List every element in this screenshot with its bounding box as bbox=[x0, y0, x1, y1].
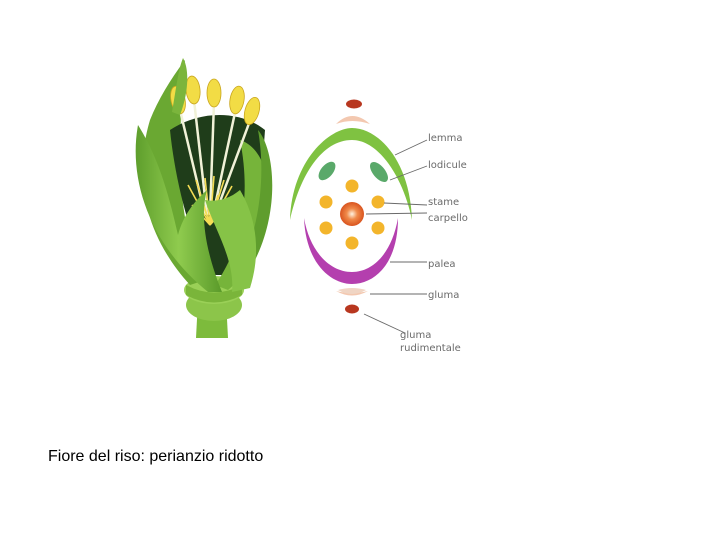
lodicule-right bbox=[370, 162, 388, 182]
lemma-front-leaf bbox=[135, 125, 222, 292]
lodicule-left bbox=[318, 161, 336, 181]
rudimentary-glume-top bbox=[346, 99, 362, 109]
label-carpello: carpello bbox=[428, 213, 468, 224]
label-gluma: gluma bbox=[428, 290, 459, 301]
carpel bbox=[340, 202, 364, 226]
stamen-dot bbox=[319, 221, 333, 235]
stamen-dot bbox=[345, 179, 359, 193]
stamen-dot bbox=[371, 195, 385, 209]
leader-lines bbox=[363, 139, 428, 334]
label-stame: stame bbox=[428, 197, 459, 208]
rice-flower-illustration bbox=[135, 58, 273, 338]
stamen-dot bbox=[371, 221, 385, 235]
figure-caption: Fiore del riso: perianzio ridotto bbox=[48, 448, 264, 465]
gluma-top bbox=[336, 116, 370, 124]
stamens bbox=[319, 179, 385, 250]
stamen-dot bbox=[345, 236, 359, 250]
lemma-arc bbox=[290, 128, 412, 220]
palea-arc bbox=[304, 218, 398, 284]
rudimentary-glume-bottom bbox=[345, 304, 359, 314]
floral-diagram: lemma lodicule stame carpello palea glum… bbox=[290, 99, 468, 354]
label-gluma-rudimentale-line1: gluma bbox=[400, 330, 431, 341]
label-lemma: lemma bbox=[428, 133, 463, 144]
label-gluma-rudimentale-line2: rudimentale bbox=[400, 343, 461, 354]
label-palea: palea bbox=[428, 259, 456, 270]
stamen-dot bbox=[319, 195, 333, 209]
label-lodicule: lodicule bbox=[428, 160, 467, 171]
